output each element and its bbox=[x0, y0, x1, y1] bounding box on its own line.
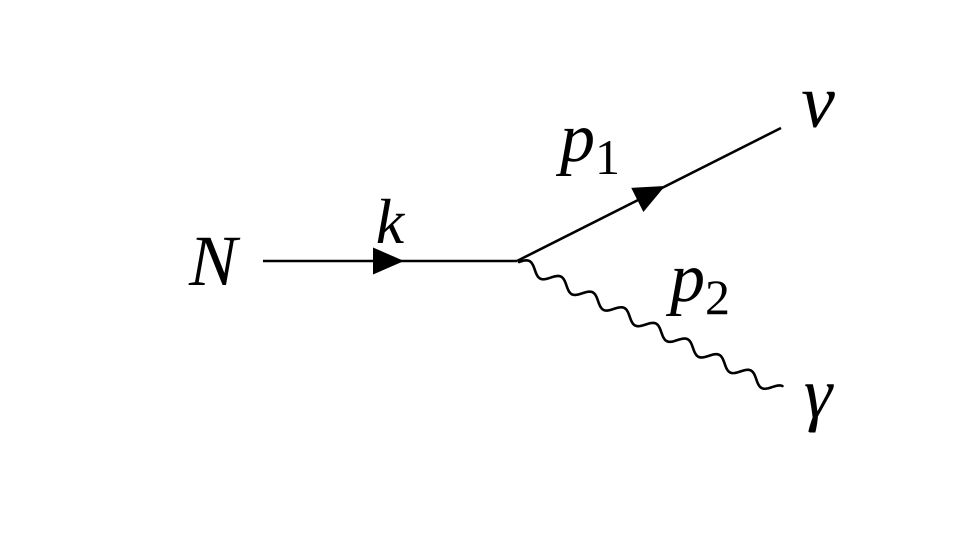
neutrino-particle-label: ν bbox=[801, 60, 835, 144]
lower-momentum-base: p bbox=[665, 240, 705, 317]
photon-particle-label: γ bbox=[804, 353, 834, 433]
neutrino-line-arrowhead-icon bbox=[631, 186, 665, 213]
incoming-momentum-label: k bbox=[376, 186, 406, 257]
incoming-line-arrowhead-icon bbox=[373, 247, 404, 275]
photon-wavy-line bbox=[517, 259, 784, 391]
upper-momentum-base: p bbox=[555, 100, 595, 177]
upper-momentum-label: p1 bbox=[555, 100, 620, 185]
upper-momentum-subscript: 1 bbox=[595, 129, 620, 185]
lower-momentum-subscript: 2 bbox=[705, 269, 730, 325]
incoming-particle-label: N bbox=[188, 221, 241, 301]
lower-momentum-label: p2 bbox=[665, 240, 730, 325]
